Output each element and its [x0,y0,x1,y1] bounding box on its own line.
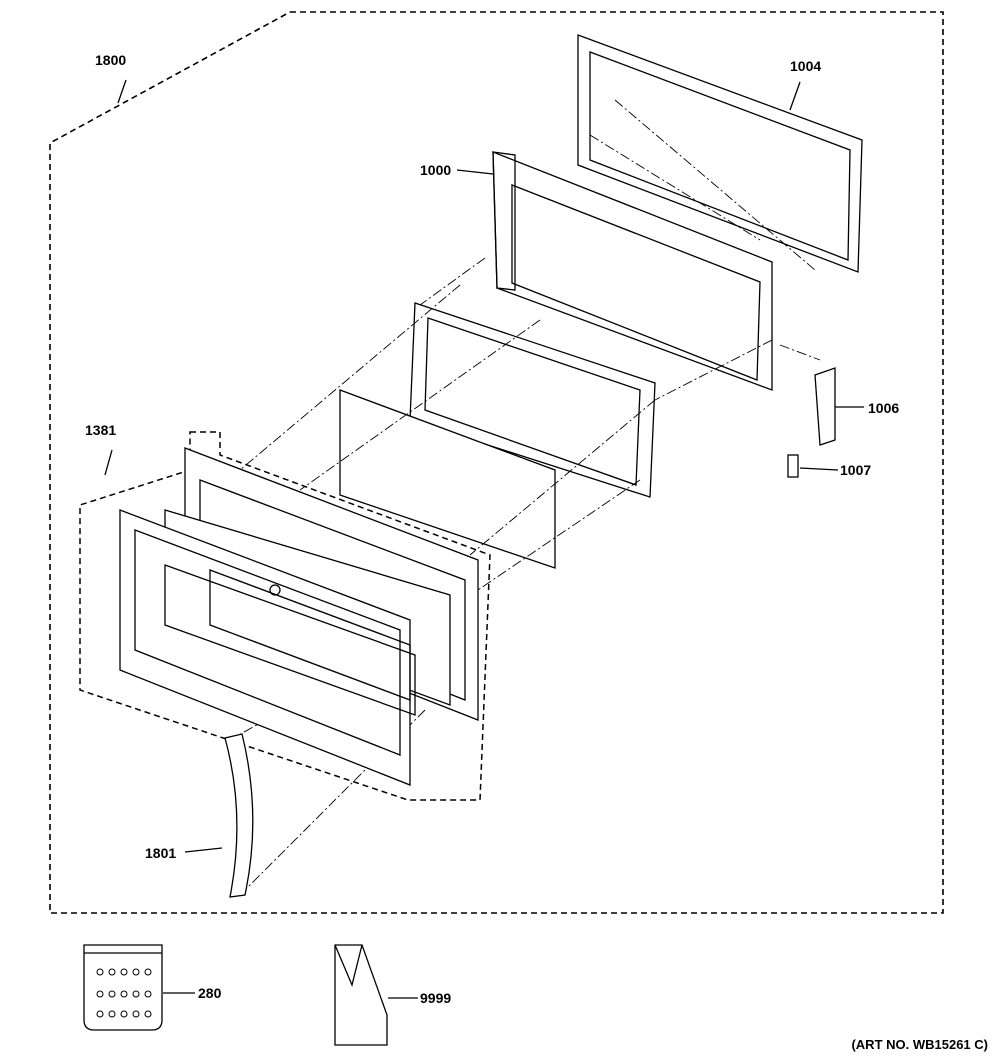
spring-1007 [787,454,839,478]
label-1381: 1381 [85,422,117,438]
label-280: 280 [198,985,222,1001]
outer-frame-1004 [577,34,863,273]
literature-9999 [334,944,418,1046]
label-1000: 1000 [420,162,452,178]
label-1801: 1801 [145,845,177,861]
label-9999: 9999 [420,990,452,1006]
assembly-boundary [49,11,944,914]
art-number: (ART NO. WB15261 C) [851,1037,988,1052]
inner-frame-1000 [456,151,773,391]
label-1004: 1004 [790,58,822,74]
handle-1801 [184,733,254,898]
glass-panel [339,389,556,569]
door-seal-frame [409,302,656,498]
label-1007: 1007 [840,462,872,478]
hardware-bag-280 [83,944,195,1031]
label-1006: 1006 [868,400,900,416]
door-assembly-boundary [79,431,491,801]
latch-1006 [814,367,864,446]
label-1800: 1800 [95,52,127,68]
door-outer-panel [119,509,451,786]
